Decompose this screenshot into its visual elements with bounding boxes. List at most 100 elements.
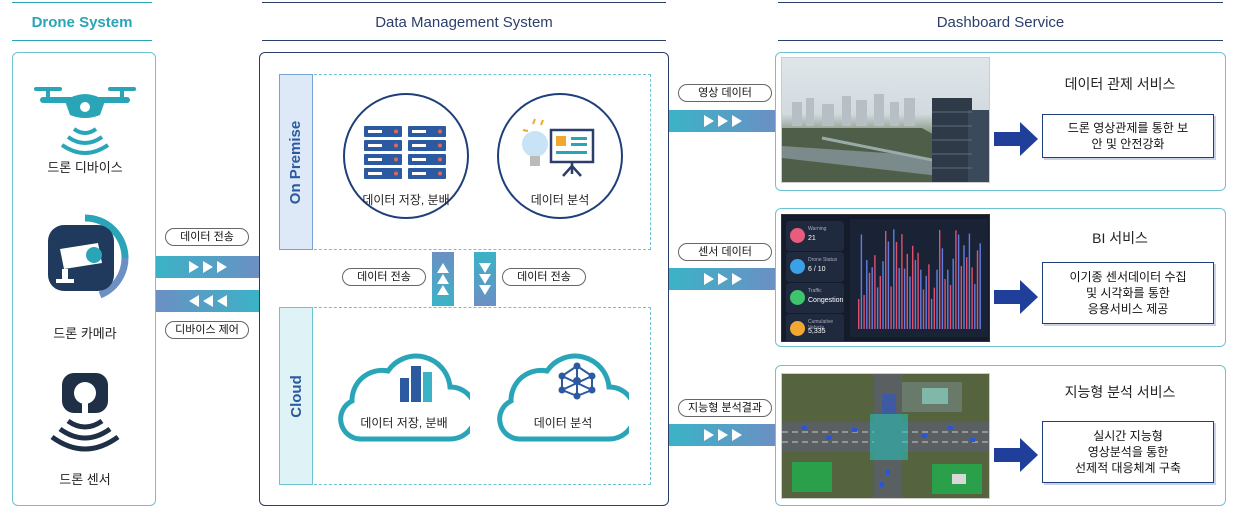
- chart-bar: [976, 250, 979, 329]
- arrow-right-icon: [704, 429, 714, 441]
- big-right-arrow-icon: [994, 280, 1038, 314]
- chart-bar: [955, 230, 957, 329]
- dms-title-rule: [262, 40, 666, 41]
- desc-line: 이기종 센서데이터 수집: [1069, 270, 1187, 284]
- chart-bar: [925, 275, 927, 329]
- service-desc-intel: 실시간 지능형 영상분석을 통한 선제적 대응체계 구축: [1042, 421, 1214, 483]
- desc-line: 응용서비스 제공: [1087, 302, 1169, 316]
- dms-to-drone-arrow: [156, 290, 260, 312]
- chart-bar: [941, 248, 944, 329]
- service-desc-bi: 이기종 센서데이터 수집 및 시각화를 통한 응용서비스 제공: [1042, 262, 1214, 324]
- chart-bar: [979, 243, 981, 329]
- arrow-right-icon: [732, 429, 742, 441]
- chart-bar: [866, 259, 868, 329]
- chart-bar: [960, 266, 962, 329]
- buildings-icon: [400, 366, 432, 402]
- chart-bar: [939, 230, 941, 329]
- chart-bar: [917, 252, 919, 329]
- chart-bar: [920, 269, 922, 329]
- bi-card-label: Warning: [808, 226, 827, 232]
- cloud-analysis-label: 데이터 분석: [533, 416, 593, 430]
- chart-bar: [882, 261, 884, 329]
- drone-title-top-rule: [12, 2, 152, 3]
- chart-bar: [968, 233, 971, 329]
- chart-bar: [974, 283, 976, 329]
- data-transmit-pill: 데이터 전송: [165, 228, 249, 246]
- chart-bar: [930, 298, 933, 329]
- car-icon: [790, 321, 805, 336]
- chart-bar: [885, 230, 887, 329]
- arrow-up-icon: [437, 274, 449, 284]
- chart-bar: [971, 267, 973, 329]
- arrow-right-icon: [189, 261, 199, 273]
- sensor-data-pill: 센서 데이터: [678, 243, 772, 261]
- arrow-right-icon: [203, 261, 213, 273]
- dashboard-title-top-rule: [778, 2, 1223, 3]
- chart-bar: [858, 299, 860, 329]
- on-premise-label: On Premise: [287, 120, 305, 204]
- chart-bar: [906, 253, 908, 329]
- cloud-analysis-shape: [497, 353, 629, 442]
- sensor-data-arrow: [669, 268, 777, 290]
- drone-sensor-label: 드론 센서: [59, 472, 111, 487]
- big-right-arrow-icon: [994, 122, 1038, 156]
- bi-card-vehicle: Cumulative Vehicle 5,335: [786, 314, 844, 341]
- desc-line: 드론 영상관제를 통한 보: [1067, 121, 1189, 135]
- network-icon: [558, 362, 596, 400]
- cloud-to-onprem-arrow: [432, 252, 454, 306]
- bi-dashboard-image: Warning 21 Drone Status 6 / 10 Traffic C…: [781, 214, 990, 342]
- chart-bar: [966, 257, 968, 329]
- arrow-right-icon: [704, 115, 714, 127]
- bi-card-label: Traffic: [808, 288, 822, 294]
- chart-bar: [898, 268, 900, 329]
- cloud-label: Cloud: [287, 374, 305, 418]
- drone-device-label: 드론 디바이스: [47, 160, 123, 175]
- analysis-icon: [522, 118, 595, 177]
- bi-card-warning: Warning 21: [786, 221, 844, 251]
- bi-card-label: Drone Status: [808, 257, 838, 263]
- drone-system-panel: 드론 디바이스 드론 카메라 드론 센서: [12, 52, 156, 506]
- bi-card-value: 5,335: [808, 328, 826, 335]
- drone-icon: [34, 87, 136, 155]
- intel-result-pill: 지능형 분석결과: [678, 399, 772, 417]
- drone-to-dms-arrow: [156, 256, 260, 278]
- desc-line: 선제적 대응체계 구축: [1074, 461, 1182, 475]
- arrow-right-icon: [732, 115, 742, 127]
- bi-card-value: 21: [808, 235, 816, 242]
- chart-bar: [947, 269, 949, 329]
- on-premise-tab: On Premise: [279, 74, 313, 250]
- arrow-up-icon: [437, 263, 449, 273]
- drone-system-title: Drone System: [31, 14, 133, 31]
- bi-mini-chart: [850, 219, 988, 337]
- arrow-right-icon: [704, 273, 714, 285]
- chart-bg: [850, 219, 988, 337]
- arrow-right-icon: [732, 273, 742, 285]
- chart-bar: [949, 284, 952, 329]
- service-title-bi: BI 서비스: [1092, 230, 1148, 246]
- chart-bar: [952, 258, 954, 329]
- desc-line: 안 및 안전강화: [1091, 137, 1165, 151]
- bi-card-value: 6 / 10: [808, 266, 826, 273]
- arrow-right-icon: [217, 261, 227, 273]
- dashboard-title: Dashboard Service: [936, 14, 1065, 31]
- chart-bar: [860, 234, 863, 329]
- desc-line: 영상분석을 통한: [1087, 445, 1169, 459]
- arrow-right-icon: [718, 273, 728, 285]
- arrow-up-icon: [437, 285, 449, 295]
- server-icon: [364, 126, 446, 179]
- arrow-down-icon: [479, 263, 491, 273]
- chart-bar: [863, 294, 865, 329]
- chart-bar: [909, 276, 911, 329]
- chart-bar: [944, 279, 946, 329]
- city-video-image: [781, 57, 990, 183]
- arrow-down-icon: [479, 274, 491, 284]
- cloud-tab: Cloud: [279, 307, 313, 485]
- city-video-scene: [782, 94, 989, 182]
- drone-status-icon: [790, 259, 805, 274]
- dashboard-title-rule: [778, 40, 1223, 41]
- chart-bar: [874, 255, 876, 329]
- device-control-pill: 디바이스 제어: [165, 321, 249, 339]
- bi-card-drone-status: Drone Status 6 / 10: [786, 252, 844, 282]
- chart-bar: [871, 267, 873, 329]
- arrow-right-icon: [718, 115, 728, 127]
